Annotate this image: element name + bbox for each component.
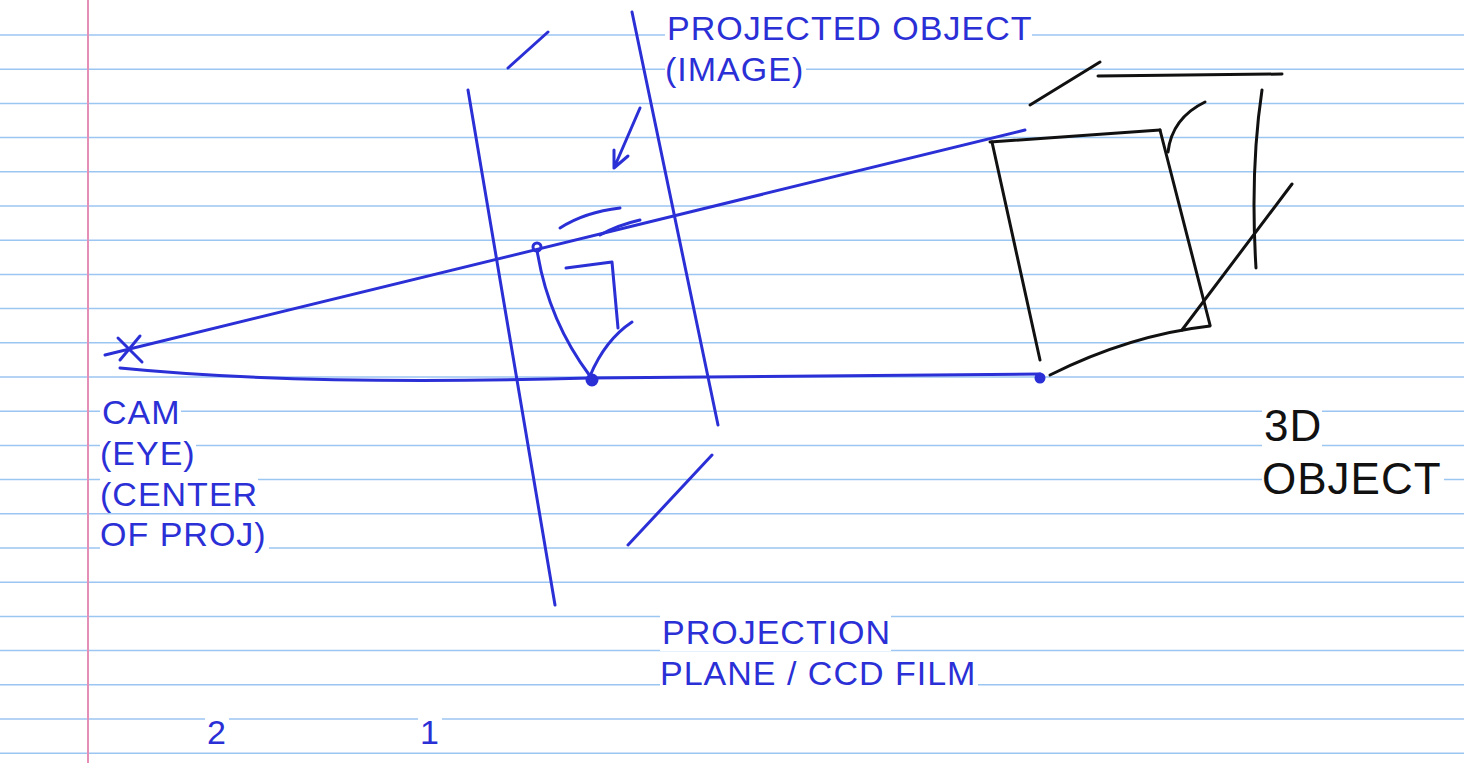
cube-edge [992, 142, 1040, 360]
projected-edge [560, 208, 640, 235]
ruled-line [0, 205, 1464, 207]
ruled-line [0, 581, 1464, 583]
cube-edge [1182, 184, 1292, 330]
cube [990, 62, 1292, 375]
label-text: 1 [418, 713, 442, 751]
cube-edge [1160, 130, 1210, 325]
page-number: 2 [205, 712, 245, 753]
cube-edge [1050, 326, 1210, 375]
cube-edge [1098, 74, 1282, 76]
label-text: CAM (EYE) (CENTER OF PROJ) [100, 393, 269, 553]
cube-edge [1254, 90, 1262, 268]
ruled-line [0, 342, 1464, 344]
handwritten-label: 3D OBJECT [1262, 400, 1452, 506]
cube-edge [990, 130, 1160, 142]
ruled-line [0, 752, 1464, 754]
handwritten-label: PROJECTED OBJECT (IMAGE) [665, 8, 1085, 90]
object-point [1036, 374, 1044, 382]
plane-edge [508, 32, 548, 68]
ruled-line [0, 445, 1464, 447]
page-number: 1 [418, 712, 458, 753]
ruled-line [0, 137, 1464, 139]
handwritten-label: CAM (EYE) (CENTER OF PROJ) [100, 392, 285, 555]
plane-edge [628, 455, 712, 545]
bottom-ray [120, 368, 1040, 380]
margin-line [87, 0, 89, 763]
ruled-line [0, 171, 1464, 173]
label-text: 3D OBJECT [1262, 401, 1444, 503]
projected-edge [566, 262, 632, 376]
leader-arrow [614, 108, 640, 168]
plane-edge [468, 90, 555, 605]
projected-edge [537, 250, 590, 376]
ruled-line [0, 103, 1464, 105]
ruled-line [0, 274, 1464, 276]
label-text: 2 [205, 713, 229, 751]
cube-edge [1030, 62, 1100, 105]
ruled-line [0, 410, 1464, 412]
label-text: PROJECTED OBJECT (IMAGE) [665, 9, 1032, 88]
projected-point [587, 375, 597, 385]
handwritten-label: PROJECTION PLANE / CCD FILM [660, 612, 990, 694]
label-text: PROJECTION PLANE / CCD FILM [660, 613, 978, 692]
cube-edge [1168, 102, 1205, 152]
top-ray [105, 130, 1025, 355]
ruled-line [0, 239, 1464, 241]
ruled-line [0, 308, 1464, 310]
